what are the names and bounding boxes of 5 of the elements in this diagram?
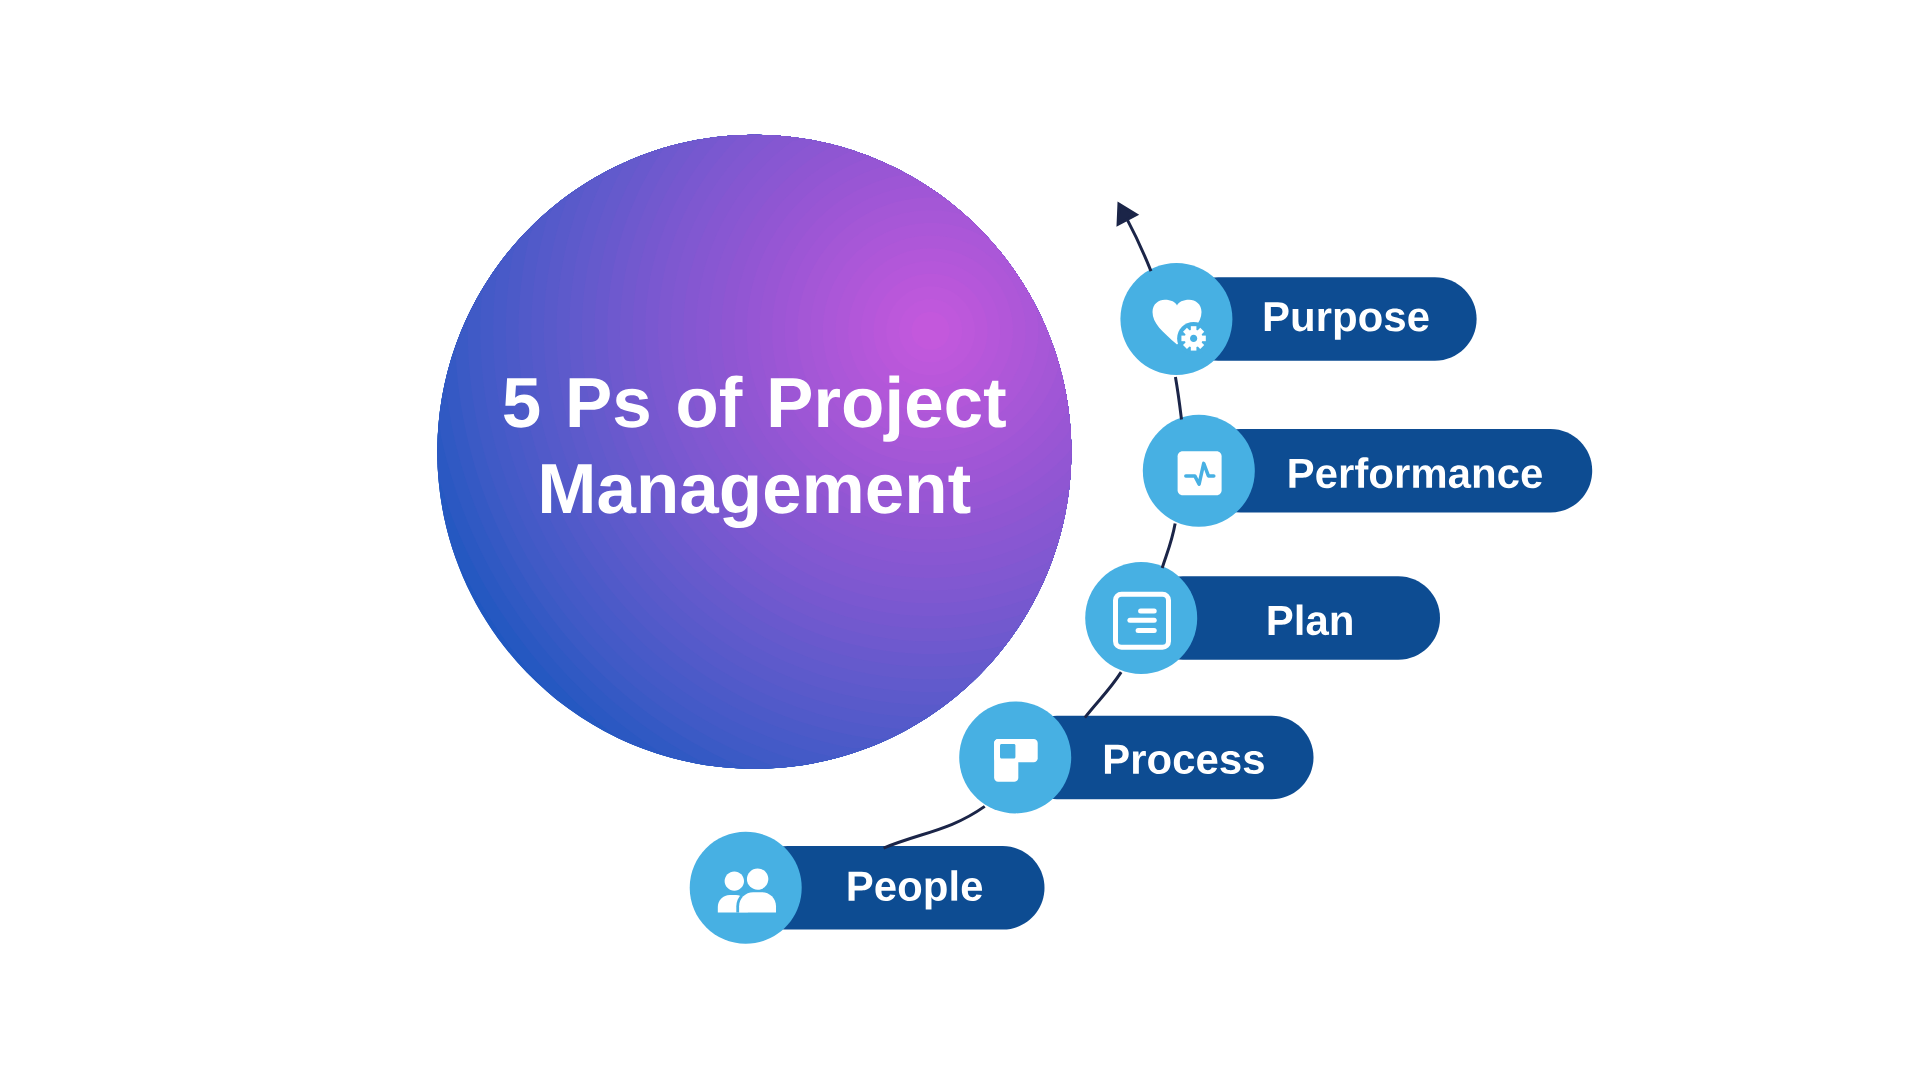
title: 5 Ps of Project Management (503, 375, 1006, 529)
curved-line (1160, 523, 1177, 569)
curved-line (883, 805, 986, 850)
curved-line (1083, 671, 1123, 719)
curved-line (1173, 376, 1183, 420)
